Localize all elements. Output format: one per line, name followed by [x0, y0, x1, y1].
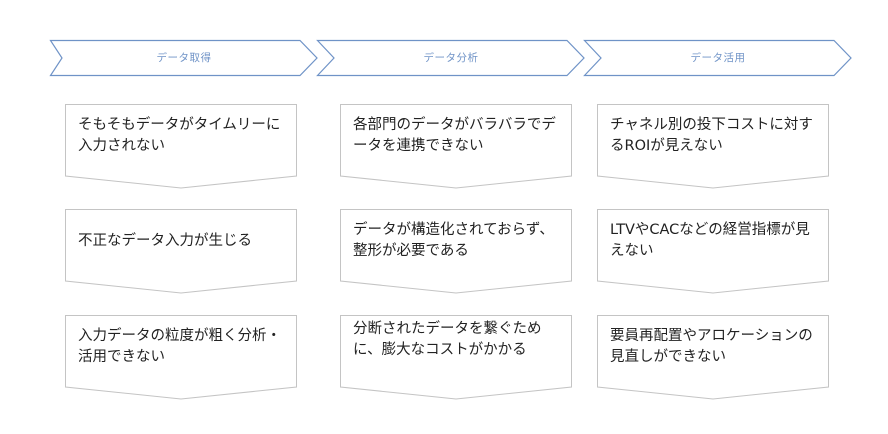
header-label: データ取得 [156, 52, 212, 64]
issue-card: LTVやCACなどの経営指標が見えない [597, 209, 829, 294]
issue-text: 要員再配置やアロケーションの見直しができない [610, 328, 813, 365]
chevron-shape [49, 39, 318, 77]
issue-card: 不正なデータ入力が生じる [65, 209, 297, 294]
issue-text: 入力データの粒度が粗く分析・活用できない [78, 328, 281, 365]
card-shape [597, 209, 829, 294]
issue-card: 各部門のデータがバラバラでデータを連携できない [340, 104, 572, 189]
header-chevron-analysis: データ分析 [316, 39, 585, 77]
card-shape [597, 315, 829, 400]
issue-card: 入力データの粒度が粗く分析・活用できない [65, 315, 297, 400]
issue-text: 不正なデータ入力が生じる [78, 233, 252, 249]
header-chevron-acquisition: データ取得 [49, 39, 318, 77]
card-shape [65, 209, 297, 294]
issue-text: 分断されたデータを繋ぐために、膨大なコストがかかる [353, 321, 542, 358]
chevron-shape [316, 39, 585, 77]
issue-text: データが構造化されておらず、整形が必要である [353, 222, 554, 259]
card-shape [340, 209, 572, 294]
issue-text: 各部門のデータがバラバラでデータを連携できない [353, 117, 556, 154]
issue-card: そもそもデータがタイムリーに入力されない [65, 104, 297, 189]
issue-card: チャネル別の投下コストに対するROIが見えない [597, 104, 829, 189]
card-shape [65, 315, 297, 400]
card-shape [597, 104, 829, 189]
card-shape [340, 104, 572, 189]
chevron-shape [583, 39, 852, 77]
issue-card: データが構造化されておらず、整形が必要である [340, 209, 572, 294]
header-label: データ活用 [690, 52, 746, 64]
issue-text: そもそもデータがタイムリーに入力されない [78, 117, 281, 154]
card-shape [65, 104, 297, 189]
header-label: データ分析 [423, 52, 479, 64]
issue-card: 要員再配置やアロケーションの見直しができない [597, 315, 829, 400]
issue-text: チャネル別の投下コストに対するROIが見えない [610, 117, 813, 154]
issue-text: LTVやCACなどの経営指標が見えない [610, 222, 810, 259]
card-shape [340, 315, 572, 400]
header-chevron-utilization: データ活用 [583, 39, 852, 77]
issue-card: 分断されたデータを繋ぐために、膨大なコストがかかる [340, 315, 572, 400]
